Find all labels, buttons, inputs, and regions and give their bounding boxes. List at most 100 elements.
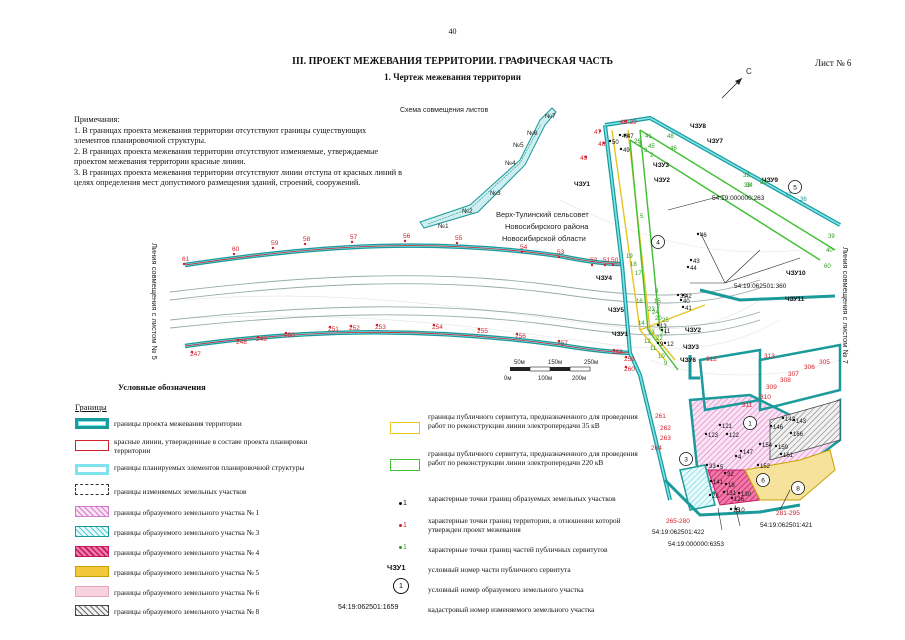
- black-point-label: 13: [660, 324, 667, 330]
- point-marker: [679, 298, 683, 302]
- black-point-label: 43: [693, 259, 700, 265]
- red-point-label: 249: [256, 336, 267, 343]
- blue-point-label: 36: [800, 197, 807, 203]
- project-boundary: [169, 243, 761, 356]
- green-point-label: 25: [662, 318, 669, 324]
- red-point-label: 311: [742, 402, 753, 409]
- scale-bar: [510, 366, 591, 372]
- green-point-label: 7: [657, 305, 661, 311]
- black-point-label: 121: [722, 424, 733, 430]
- legend-label: границы публичного сервитута, предназнач…: [428, 449, 638, 467]
- circled-number: 6: [761, 477, 765, 484]
- black-point-label: 44: [690, 266, 697, 272]
- black-point-label: 48: [622, 134, 629, 140]
- legend-label: границы образуемого земельного участка №…: [114, 548, 260, 557]
- point-marker: [612, 348, 616, 352]
- green-point-label: 13: [648, 330, 655, 336]
- legend-point-green: 1: [399, 544, 407, 551]
- legend-swatch-plot-6: [75, 586, 109, 597]
- point-marker: [236, 338, 240, 342]
- point-marker: [660, 328, 664, 332]
- point-marker: [515, 332, 519, 336]
- legend-point-label: 1: [403, 500, 407, 507]
- north-arrow-icon: [721, 77, 743, 99]
- point-marker: [722, 490, 726, 494]
- legend-label: кадастровый номер изменяемого земельного…: [428, 605, 595, 614]
- red-point-label: 254: [432, 324, 443, 331]
- scale-label: 100м: [538, 376, 552, 382]
- black-point-label: 12: [667, 342, 674, 348]
- green-point-label: 46: [670, 146, 677, 152]
- inset-sheet: №6: [527, 130, 538, 137]
- point-marker: [624, 355, 628, 359]
- scale-label: 200м: [572, 376, 586, 382]
- point-marker: [455, 241, 459, 245]
- point-marker: [619, 147, 623, 151]
- circled-number: 8: [796, 485, 800, 492]
- chzu-label: ЧЗУ5: [608, 307, 624, 314]
- point-marker: [723, 471, 727, 475]
- black-point-label: 123: [708, 433, 719, 439]
- black-point-label: 143: [796, 419, 807, 425]
- point-marker: [730, 496, 734, 500]
- point-marker: [758, 442, 762, 446]
- red-point-label: 252: [349, 325, 360, 332]
- note-item: 1. В границах проекта межевания территор…: [74, 125, 367, 146]
- point-marker: [781, 416, 785, 420]
- lower-right-plots: [663, 343, 842, 517]
- green-point-label: 23: [648, 307, 655, 313]
- legend-section: Границы: [75, 402, 107, 412]
- black-point-label: 39: [680, 294, 687, 300]
- point-marker: [256, 335, 260, 339]
- inset-sheet: №7: [545, 113, 556, 120]
- red-point-label: 51: [603, 257, 611, 264]
- red-point-label: 49: [580, 155, 588, 162]
- green-point-label: 26: [634, 139, 641, 145]
- black-point-label: 33: [709, 464, 716, 470]
- red-point-label: 305: [819, 359, 830, 366]
- black-point-label: 41: [685, 306, 692, 312]
- legend-swatch-plot-8: [75, 605, 109, 616]
- red-point-label: 46-39: [620, 119, 637, 126]
- red-point-label: 265-280: [666, 518, 690, 525]
- legend-label: границы изменяемых земельных участков: [114, 487, 247, 496]
- chzu-label: ЧЗУ8: [690, 123, 706, 130]
- black-point-label: 130: [741, 492, 752, 498]
- legend-cadastral-symbol: 54:19:062501:1659: [338, 604, 399, 611]
- point-marker: [704, 432, 708, 436]
- point-marker: [590, 263, 594, 267]
- red-point-label: 313: [764, 353, 775, 360]
- point-marker: [328, 325, 332, 329]
- cadastral-label: 54:19:062501:421: [760, 522, 813, 529]
- cadastral-labels: 54:19:000000:26354:19:062501:36054:19:06…: [652, 195, 813, 548]
- circle-marker: [756, 473, 770, 487]
- legend-title: Условные обозначения: [118, 382, 206, 392]
- black-point-label: 146: [773, 425, 784, 431]
- black-point-label: 9: [660, 342, 664, 348]
- red-point-label: 59: [271, 240, 279, 247]
- place-line: Новосибирского района: [505, 222, 589, 231]
- legend-swatch-structure: [75, 464, 109, 475]
- circle-marker: [743, 416, 757, 430]
- north-label: С: [746, 67, 752, 76]
- black-point-label: 47: [627, 134, 634, 140]
- point-marker: [557, 339, 561, 343]
- red-point-label: 52: [590, 257, 598, 264]
- place-label: Верх-Тулинский сельсовет Новосибирского …: [496, 210, 589, 243]
- green-point-label: 41: [645, 134, 652, 140]
- inset-sheet: №4: [505, 160, 516, 167]
- point-marker: [737, 491, 741, 495]
- notes-heading: Примечания:: [74, 115, 120, 124]
- point-marker: [689, 258, 693, 262]
- chzu-label: ЧЗУ7: [707, 138, 723, 145]
- green-point-label: 45: [648, 144, 655, 150]
- point-marker: [477, 327, 481, 331]
- legend-label: границы образуемого земельного участка №…: [114, 528, 260, 537]
- black-point-label: 4: [738, 455, 742, 461]
- legend-swatch-red-lines: [75, 440, 109, 451]
- red-point-label: 250: [284, 332, 295, 339]
- red-point-label: 260: [624, 366, 635, 373]
